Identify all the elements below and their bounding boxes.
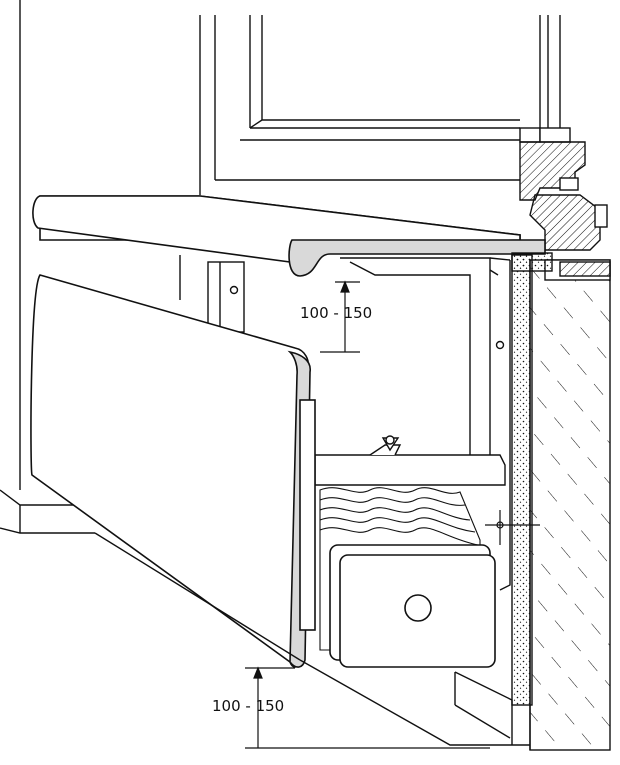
radiator-bracket (314, 435, 506, 486)
hinge-post (179, 255, 245, 333)
radiator-niche (340, 257, 511, 591)
window-sash-profile (519, 141, 608, 251)
interior-wall-left (0, 0, 201, 534)
exterior-wall (511, 252, 611, 751)
dimension-lower-label: 100 - 150 (212, 697, 284, 715)
radiator-end-cap (329, 544, 496, 668)
window-frame (214, 15, 571, 181)
dimension-upper (320, 280, 360, 353)
cover-panel (30, 274, 316, 668)
window-sill-board (32, 195, 546, 277)
dimension-lower (245, 666, 490, 749)
dimension-upper-label: 100 - 150 (300, 304, 372, 322)
pipe-axis-marker (485, 510, 540, 545)
floor-line (94, 532, 530, 746)
